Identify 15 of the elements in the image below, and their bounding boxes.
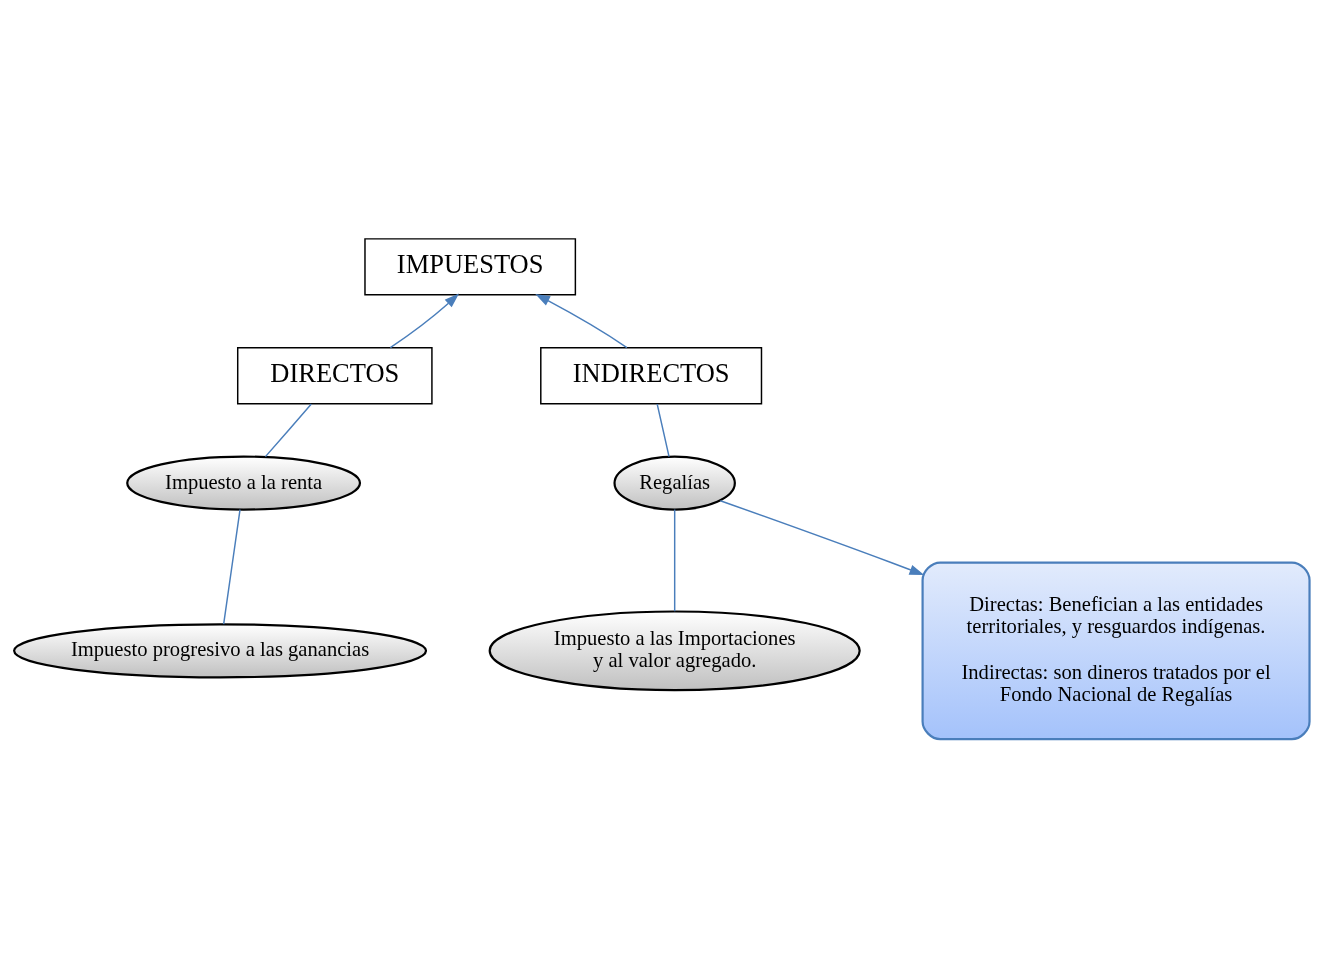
node-ellipse: Impuesto a la renta (126, 455, 362, 511)
node-box: DIRECTOS (237, 347, 433, 405)
node-ellipse: Impuesto progresivo a las ganancias (13, 623, 428, 679)
node-box: INDIRECTOS (540, 347, 763, 405)
node-box: Directas: Benefician a las entidades territoriales, y resguardos indígenas. Indirectas: son dineros tratados por el Fondo Nacional de Regalías (921, 561, 1311, 741)
connector (656, 403, 670, 458)
arrow (389, 293, 460, 349)
node-ellipse: Impuesto a las Importaciones y al valor agregado. (488, 610, 861, 692)
connector (673, 508, 676, 612)
connector (264, 403, 313, 458)
node-ellipse: Regalías (613, 455, 736, 511)
node-box: IMPUESTOS (364, 238, 577, 296)
arrow (719, 500, 925, 576)
connector (222, 508, 241, 625)
arrow (535, 294, 628, 349)
